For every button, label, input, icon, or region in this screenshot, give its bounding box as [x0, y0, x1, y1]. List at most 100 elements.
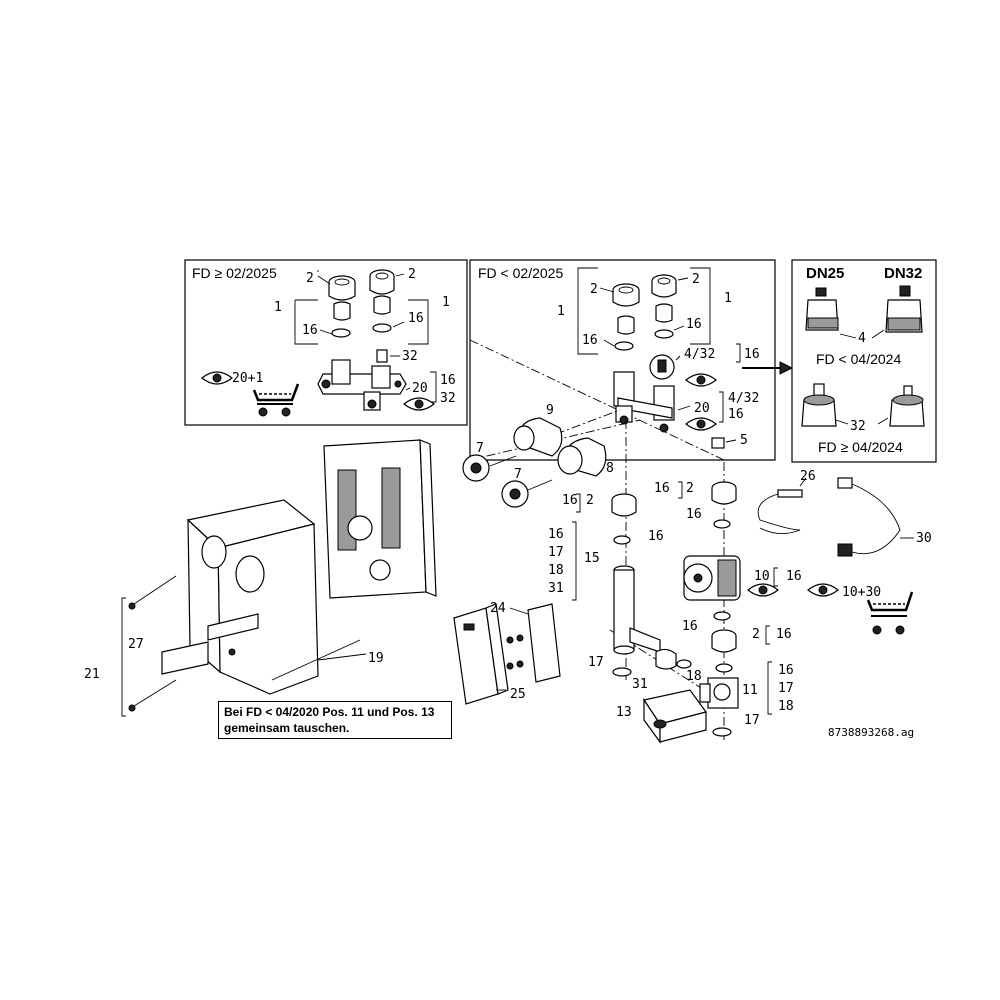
callout-27: 27 [128, 637, 144, 652]
valve-assembly-left [317, 359, 407, 411]
callout-2: 2 [408, 267, 416, 282]
shopping-cart-icon [866, 591, 914, 635]
screw-21 [128, 679, 177, 712]
callout-1: 1 [557, 304, 565, 319]
callout-32: 32 [850, 419, 866, 434]
callout-18: 18 [548, 563, 564, 578]
callout-7: 7 [476, 441, 484, 456]
bracket-1-right [408, 299, 429, 345]
callout-10-plus-30: 10+30 [842, 585, 881, 600]
callout-31: 31 [632, 677, 648, 692]
type-label-27 [161, 641, 209, 675]
fitting-left [617, 315, 635, 335]
eye-icon [685, 373, 717, 387]
callout-19: 19 [368, 651, 384, 666]
sensor-cable-26 [757, 477, 807, 534]
callout-21: 21 [84, 667, 100, 682]
callout-32: 32 [440, 391, 456, 406]
callout-16: 16 [686, 317, 702, 332]
bracket-20 [719, 391, 724, 423]
seal-ring [713, 519, 731, 529]
callout-2: 2 [692, 272, 700, 287]
callout-31: 31 [548, 581, 564, 596]
callout-16: 16 [786, 569, 802, 584]
callout-9: 9 [546, 403, 554, 418]
air-vent-5 [711, 437, 737, 449]
bracket-1-right [690, 267, 711, 345]
callout-2: 2 [306, 271, 314, 286]
bracket-16-32 [430, 371, 437, 403]
label-fd-ge-2024: FD ≥ 04/2024 [818, 439, 903, 455]
seal-ring-18 [715, 663, 733, 673]
screw-21 [128, 575, 177, 610]
insulation-shell-9 [513, 417, 563, 457]
callout-13: 13 [616, 705, 632, 720]
callout-10: 10 [754, 569, 770, 584]
seal-ring-right [654, 329, 674, 339]
callout-4-32: 4/32 [684, 347, 715, 362]
eye-icon [807, 583, 839, 597]
callout-4: 4 [858, 331, 866, 346]
bracket-1-left [577, 267, 598, 355]
panel-fd-ge-2025: FD ≥ 02/2025 [184, 259, 468, 426]
handle-wheel-7a [462, 454, 517, 482]
callout-32: 32 [402, 349, 418, 364]
insulation-shell-8 [557, 437, 607, 477]
circulation-pump-10 [683, 555, 741, 601]
callout-17: 17 [548, 545, 564, 560]
panel-title-left: FD ≥ 02/2025 [192, 265, 277, 281]
callout-16: 16 [548, 527, 564, 542]
union-nut-right [369, 269, 395, 295]
callout-2: 2 [686, 481, 694, 496]
mounting-bracket-24 [506, 603, 561, 683]
bracket-1-left [294, 270, 319, 345]
callout-2: 2 [586, 493, 594, 508]
callout-16: 16 [408, 311, 424, 326]
eye-icon [747, 583, 779, 597]
handle-wheel-7b [501, 479, 553, 508]
mixing-valve-11 [699, 677, 739, 709]
callout-18: 18 [686, 669, 702, 684]
callout-20-plus-1: 20+1 [232, 371, 263, 386]
callout-2: 2 [590, 282, 598, 297]
note-line-1: Bei FD < 04/2020 Pos. 11 und Pos. 13 [224, 705, 435, 719]
callout-4-32: 4/32 [728, 391, 759, 406]
callout-7: 7 [514, 467, 522, 482]
callout-5: 5 [740, 433, 748, 448]
callout-16: 16 [654, 481, 670, 496]
callout-20: 20 [694, 401, 710, 416]
controller-25 [453, 603, 509, 705]
callout-1: 1 [442, 295, 450, 310]
callout-16: 16 [648, 529, 664, 544]
eye-icon [403, 397, 435, 411]
note-line-2: gemeinsam tauschen. [224, 721, 350, 735]
callout-17: 17 [744, 713, 760, 728]
callout-1: 1 [724, 291, 732, 306]
front-cover-19 [186, 499, 319, 695]
callout-18: 18 [778, 699, 794, 714]
seal-ring [713, 611, 731, 621]
valve-insert-dn32-new [889, 385, 925, 427]
union-nut-column-left [611, 493, 637, 517]
callout-30: 30 [916, 531, 932, 546]
label-dn32: DN32 [884, 265, 922, 282]
valve-insert-dn25-old [805, 287, 839, 331]
replacement-note: Bei FD < 04/2020 Pos. 11 und Pos. 13 gem… [218, 701, 452, 739]
base-insulation-19 [323, 439, 437, 599]
callout-16: 16 [582, 333, 598, 348]
callout-16: 16 [682, 619, 698, 634]
shopping-cart-icon [252, 383, 300, 417]
seal-ring-17 [712, 727, 732, 737]
callout-16: 16 [302, 323, 318, 338]
callout-25: 25 [510, 687, 526, 702]
bracket-4-32-16 [736, 343, 741, 363]
fitting-left [333, 301, 351, 321]
callout-8: 8 [606, 461, 614, 476]
callout-26: 26 [800, 469, 816, 484]
actuator-13 [643, 689, 708, 744]
callout-16: 16 [562, 493, 578, 508]
valve-insert-dn25-new [801, 383, 837, 427]
callout-17: 17 [588, 655, 604, 670]
panel-frame-middle [469, 259, 776, 461]
